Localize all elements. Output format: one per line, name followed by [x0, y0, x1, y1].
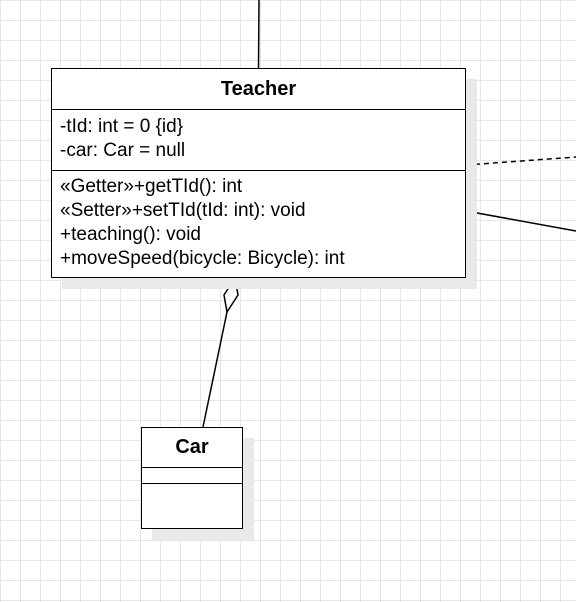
association-teacher-right[interactable]	[465, 210, 576, 232]
class-teacher-name: Teacher	[52, 69, 465, 110]
class-teacher-attributes: -tId: int = 0 {id} -car: Car = null	[52, 110, 465, 171]
class-car-operations	[142, 484, 242, 527]
class-car[interactable]: Car	[141, 427, 243, 529]
operation: «Getter»+getTId(): int	[60, 176, 243, 197]
operation: «Setter»+setTId(tId: int): void	[60, 200, 306, 221]
class-car-name: Car	[142, 428, 242, 468]
operation: +teaching(): void	[60, 224, 201, 245]
aggregation-car-teacher[interactable]	[202, 311, 228, 428]
association-teacher-top[interactable]	[257, 0, 260, 69]
class-teacher[interactable]: Teacher -tId: int = 0 {id} -car: Car = n…	[51, 68, 466, 278]
operation: +moveSpeed(bicycle: Bicycle): int	[60, 248, 345, 269]
attribute: -car: Car = null	[60, 140, 186, 161]
attribute: -tId: int = 0 {id}	[60, 116, 184, 137]
class-teacher-operations: «Getter»+getTId(): int «Setter»+setTId(t…	[52, 171, 465, 277]
aggregation-diamond	[223, 275, 239, 315]
dependency-teacher-right[interactable]	[465, 156, 576, 166]
class-car-attributes	[142, 468, 242, 484]
